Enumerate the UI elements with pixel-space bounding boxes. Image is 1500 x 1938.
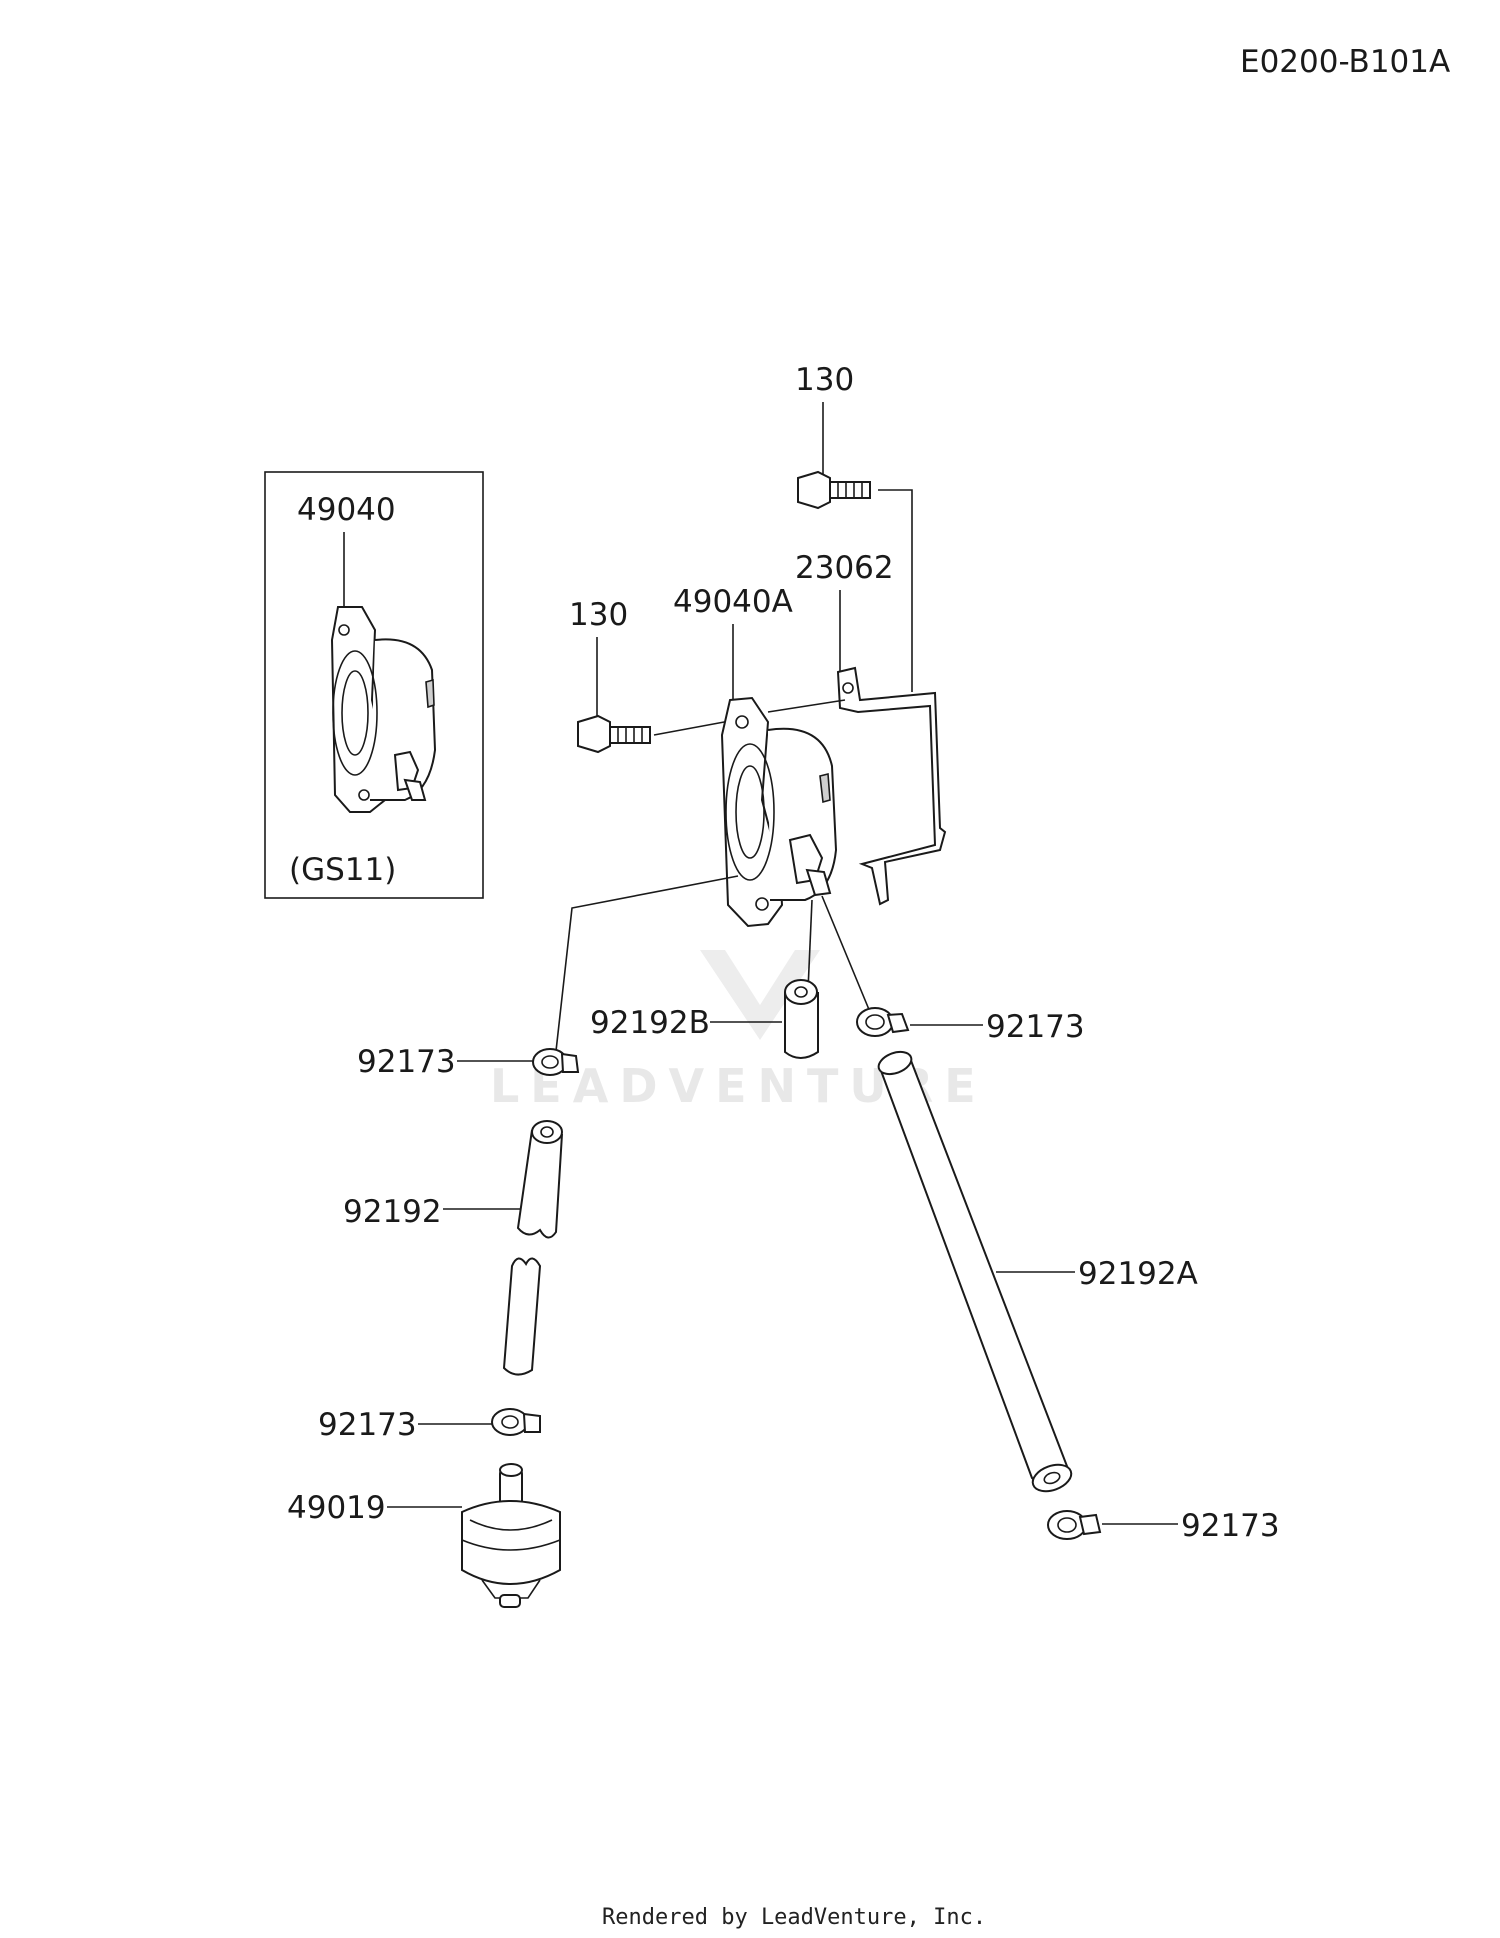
callout-49040a: 49040A (673, 584, 793, 620)
callout-92173-right-upper: 92173 (986, 1009, 1085, 1045)
footer-text: Rendered by LeadVenture, Inc. (602, 1905, 986, 1930)
bracket (836, 666, 947, 906)
fuel-pump-main (720, 696, 838, 928)
callout-130-top: 130 (795, 362, 854, 398)
hose-clamp-right-lower (1047, 1510, 1102, 1540)
callout-92173-left-lower: 92173 (318, 1407, 417, 1443)
hose-clamp-left-lower (491, 1408, 541, 1436)
inset-variant-label: (GS11) (289, 852, 396, 888)
bolt-top (797, 470, 871, 510)
fuel-filter (461, 1463, 561, 1608)
hose-left (502, 1120, 563, 1376)
callout-92192a: 92192A (1078, 1256, 1198, 1292)
hose-short (784, 979, 819, 1059)
hose-long (877, 1050, 1073, 1493)
fuel-pump-inset (330, 606, 437, 813)
bolt-left (577, 714, 651, 754)
diagram-code: E0200-B101A (1240, 44, 1450, 80)
callout-92173-left-upper: 92173 (357, 1044, 456, 1080)
callout-92173-right-lower: 92173 (1181, 1508, 1280, 1544)
callout-49040: 49040 (297, 492, 396, 528)
inset-box: 49040 (GS11) (264, 471, 484, 899)
callout-92192: 92192 (343, 1194, 442, 1230)
hose-clamp-right-upper (856, 1007, 910, 1037)
callout-130-left: 130 (569, 597, 628, 633)
callout-49019: 49019 (287, 1490, 386, 1526)
callout-23062: 23062 (795, 550, 894, 586)
callout-92192b: 92192B (590, 1005, 710, 1041)
hose-clamp-left-upper (532, 1048, 580, 1076)
